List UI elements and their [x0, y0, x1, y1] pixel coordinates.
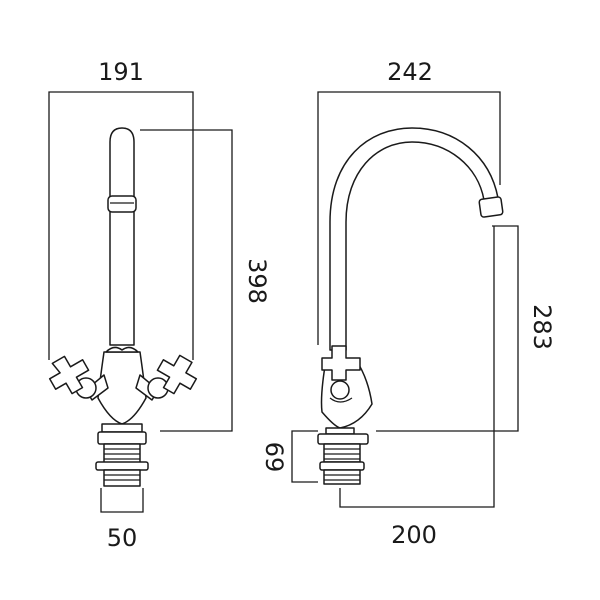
front-thread-lower: [103, 469, 141, 487]
side-thread-lower: [323, 469, 361, 485]
tap-side-illustration: [317, 127, 504, 485]
front-nut: [95, 461, 149, 471]
side-collar: [325, 427, 355, 435]
dim-label-398: 398: [243, 258, 271, 304]
dimension-200: 200: [339, 226, 495, 549]
front-spout: [109, 127, 135, 346]
front-left-handle: [48, 355, 109, 401]
dimension-50: 50: [100, 488, 144, 552]
front-collar: [101, 423, 143, 433]
dimension-398: 398: [140, 129, 271, 432]
side-nut: [319, 461, 365, 471]
dim-label-69: 69: [260, 442, 288, 473]
front-right-handle: [135, 354, 198, 401]
side-spout-outlet: [478, 196, 504, 218]
side-view: 242 283 69 200: [260, 58, 556, 549]
side-flange: [317, 433, 369, 445]
front-view: 191 398 50: [48, 58, 271, 552]
dimension-283: 283: [376, 225, 556, 432]
side-spout: [329, 127, 499, 351]
dim-label-50: 50: [107, 524, 138, 552]
dim-label-242: 242: [387, 58, 433, 86]
side-handle: [321, 345, 361, 403]
dim-label-283: 283: [528, 304, 556, 350]
tap-front-illustration: [48, 127, 198, 487]
dimension-69: 69: [260, 430, 318, 483]
dimension-191: 191: [48, 58, 194, 360]
dimension-242: 242: [317, 58, 501, 345]
dim-label-200: 200: [391, 521, 437, 549]
front-spout-ring: [107, 195, 137, 213]
front-flange: [97, 431, 147, 445]
dim-label-191: 191: [98, 58, 144, 86]
